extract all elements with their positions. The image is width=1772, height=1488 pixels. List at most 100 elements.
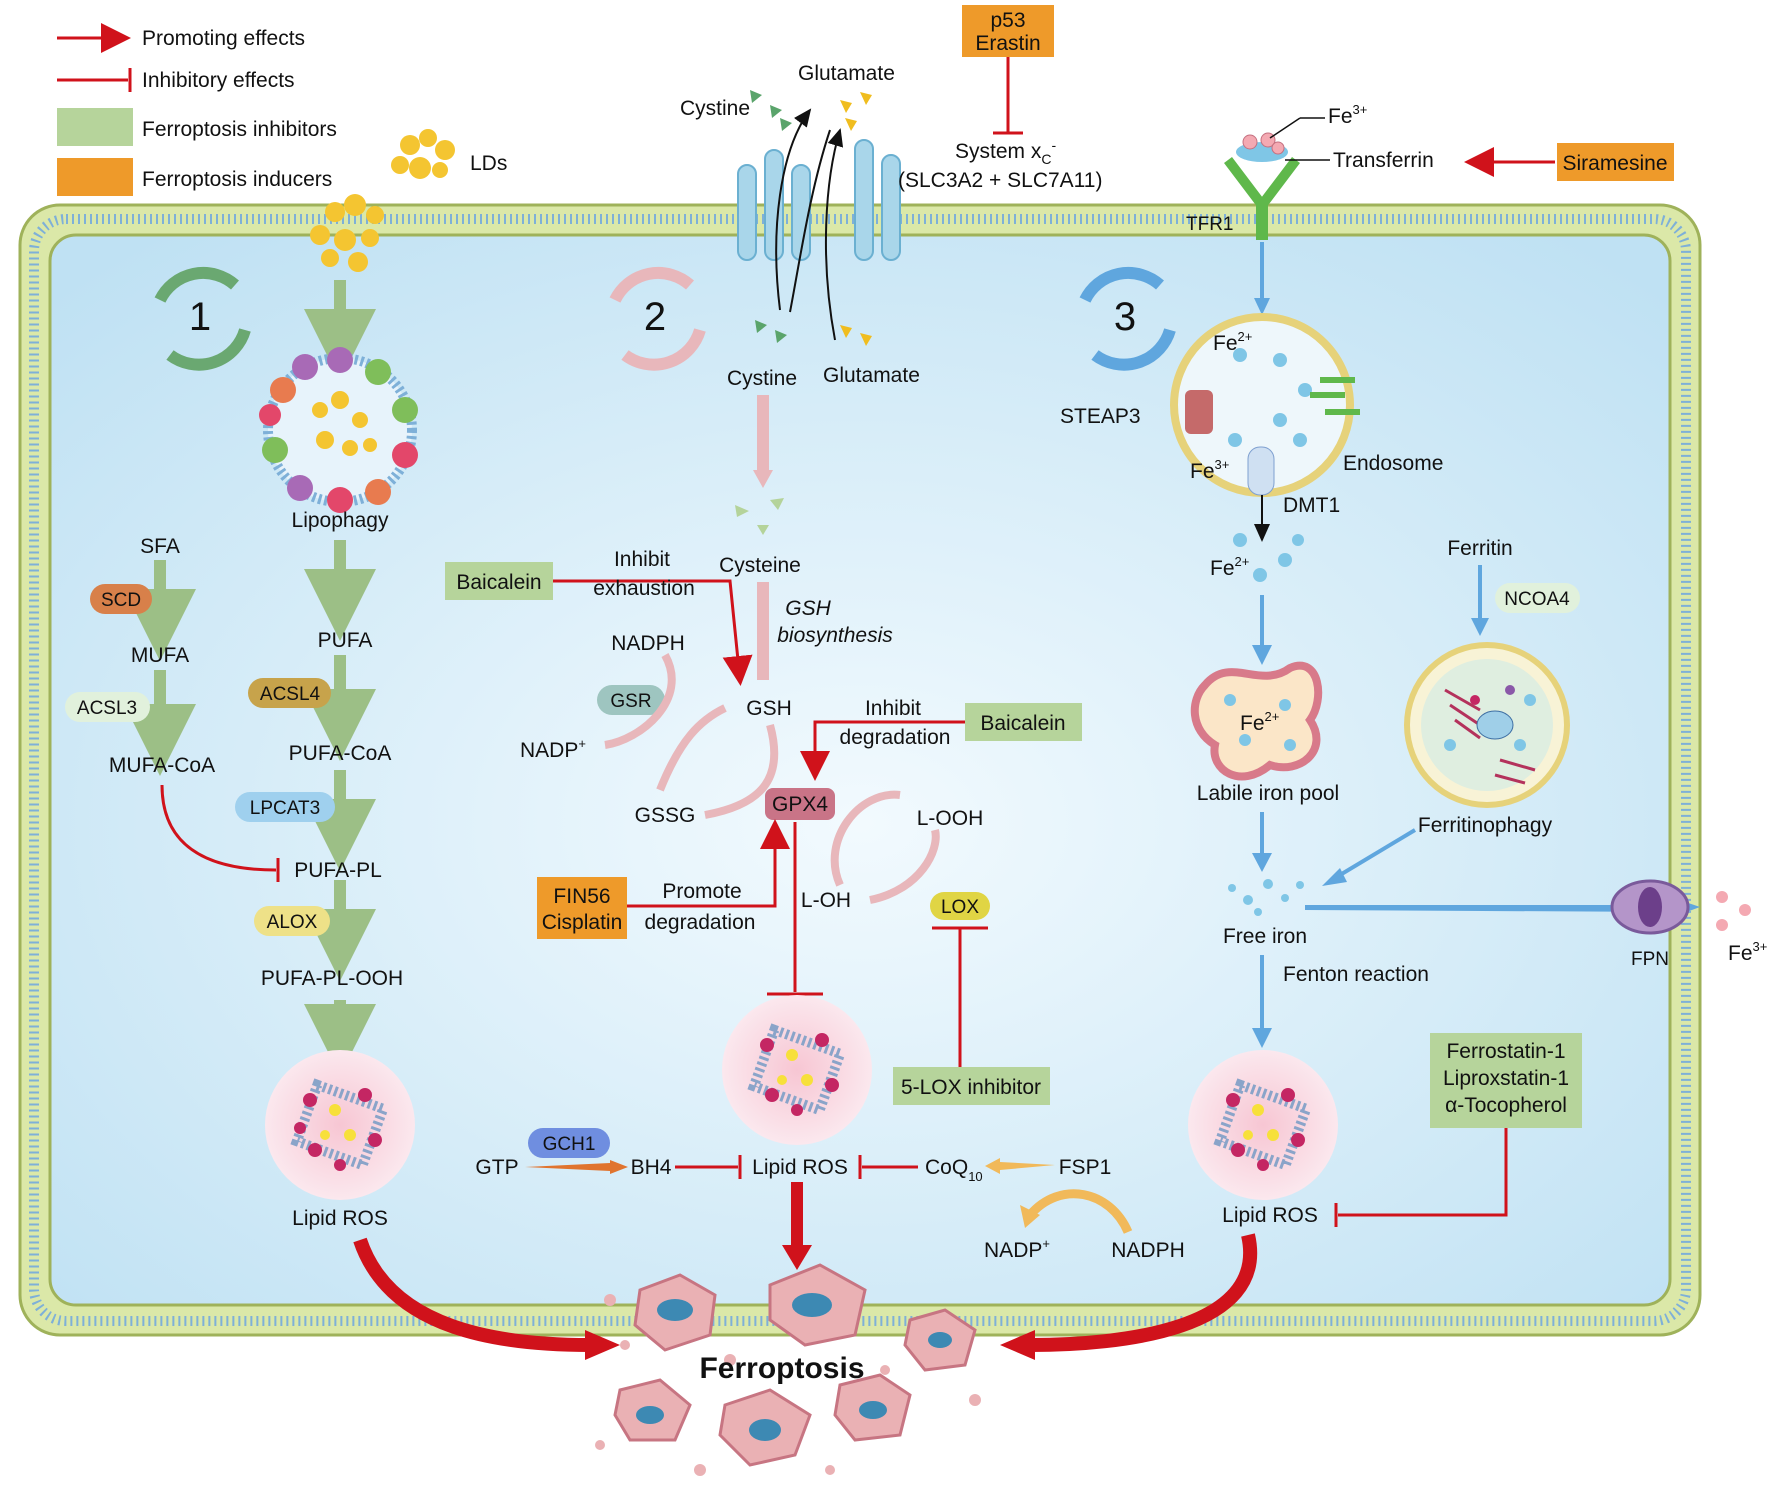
pathway-1-number: 1 [189, 295, 211, 339]
fe3-c-sup: 3+ [1753, 939, 1768, 954]
siramesine-label: Siramesine [1562, 152, 1667, 175]
pathway-2: 2 Cystine Glutamate Cysteine GSH biosynt… [445, 266, 1185, 1270]
pathway-3-number: 3 [1114, 295, 1136, 339]
pathway-1: 1 [65, 266, 620, 1360]
fe3-c-label: Fe [1728, 942, 1753, 965]
endosome-label: Endosome [1343, 452, 1443, 475]
acsl3-pill [65, 692, 150, 722]
svg-text:Fe2+: Fe2+ [1210, 554, 1249, 580]
fe2-a-sup: 2+ [1238, 329, 1253, 344]
lipid-ros-3-icon [1188, 1050, 1338, 1200]
gtp-label: GTP [475, 1156, 518, 1179]
sfa-label: SFA [140, 535, 180, 558]
mufa-label: MUFA [131, 644, 189, 667]
acsl4-label: ACSL4 [260, 684, 321, 705]
siramesine-box: Siramesine [1464, 143, 1674, 181]
system-xc-transporter: Cystine Glutamate [680, 62, 901, 346]
fin56-cisplatin-box [537, 877, 627, 939]
fpn-channel [1610, 879, 1690, 935]
system-xc-sub: C [1041, 151, 1051, 167]
dmt1-protein [1247, 446, 1275, 496]
lox-pill [930, 892, 990, 920]
steap3-label: STEAP3 [1060, 405, 1141, 428]
fe3-b-sup: 3+ [1215, 457, 1230, 472]
fe3-top-sup: 3+ [1353, 102, 1368, 117]
ferroptosis-cells: Ferroptosis [595, 1263, 981, 1476]
system-xc-sup: - [1051, 137, 1056, 153]
gsh-bio-2: biosynthesis [777, 624, 893, 647]
steap3-protein [1185, 390, 1213, 434]
baicalein-1-label: Baicalein [456, 571, 541, 594]
lipophagy-vesicle [259, 347, 418, 513]
lds-label: LDs [470, 152, 507, 175]
lipid-droplets: LDs [310, 129, 507, 272]
ferrostatin-box [1430, 1033, 1582, 1128]
pathway-3: 3 Fe2+ STEAP3 Fe3+ Endosome DMT1 Fe2+ Fe… [1000, 242, 1767, 1360]
scd-label: SCD [101, 590, 141, 611]
nadp-sup: + [578, 736, 586, 751]
ferritinophagy-vesicle [1404, 642, 1570, 808]
pathway-2-number: 2 [644, 295, 666, 339]
lox-inhibitor-label: 5-LOX inhibitor [901, 1076, 1041, 1099]
l-oh-label: L-OH [801, 889, 851, 912]
lox-inhibitor-box [893, 1067, 1050, 1105]
ferrostatin-label: Ferrostatin-1 [1446, 1040, 1565, 1063]
p53-label: p53 [990, 9, 1025, 32]
l-ooh-label: L-OOH [917, 807, 984, 830]
fenton-label: Fenton reaction [1283, 963, 1429, 986]
degradation-2-label: degradation [645, 911, 756, 934]
erastin-label: Erastin [975, 32, 1040, 55]
gch1-label: GCH1 [543, 1134, 596, 1155]
svg-text:System xC-: System xC- [955, 137, 1056, 167]
fe3-top-label: Fe [1328, 105, 1353, 128]
cysteine-label: Cysteine [719, 554, 801, 577]
scd-pill [90, 584, 152, 614]
baicalein-1-box [445, 562, 553, 600]
labile-iron-pool [1190, 661, 1323, 781]
fe2-b-label: Fe [1210, 557, 1235, 580]
cycle-icon-3: 3 [1079, 266, 1176, 371]
cystine-in-label: Cystine [727, 367, 797, 390]
nadp-label: NADP [520, 739, 578, 762]
tocopherol-label: α-Tocopherol [1445, 1094, 1567, 1117]
acsl3-label: ACSL3 [77, 698, 137, 719]
fpn-label: FPN [1631, 949, 1669, 970]
gsr-label: GSR [610, 691, 651, 712]
lipid-ros-2-label: Lipid ROS [752, 1156, 848, 1179]
pufa-coa-label: PUFA-CoA [289, 742, 392, 765]
exhaustion-label: exhaustion [593, 577, 695, 600]
cycle-icon-1: 1 [154, 266, 251, 371]
baicalein-2-label: Baicalein [980, 712, 1065, 735]
nadp2-label: NADP [984, 1239, 1042, 1262]
svg-text:CoQ10: CoQ10 [925, 1156, 983, 1184]
glutamate-in-label: Glutamate [823, 364, 920, 387]
legend-inhibitors: Ferroptosis inhibitors [142, 118, 337, 141]
baicalein-2-box [965, 703, 1082, 741]
ferroptosis-label: Ferroptosis [699, 1352, 864, 1385]
fin56-label: FIN56 [553, 885, 610, 908]
p53-erastin-box: p53 Erastin [962, 5, 1054, 135]
fe2-c-sup: 2+ [1265, 709, 1280, 724]
pufa-label: PUFA [318, 629, 373, 652]
tfr1-label: TFR1 [1186, 214, 1234, 235]
system-xc-label: System xC- (SLC3A2 + SLC7A11) [898, 137, 1102, 192]
glutamate-out-label: Glutamate [798, 62, 895, 85]
system-xc-text: System x [955, 140, 1042, 163]
svg-text:Fe3+: Fe3+ [1190, 457, 1229, 483]
acsl4-pill [248, 678, 331, 708]
fe2-c-label: Fe [1240, 712, 1265, 735]
alox-label: ALOX [267, 912, 318, 933]
legend-inducer-swatch [57, 158, 133, 196]
gch1-pill [528, 1128, 610, 1158]
legend-inhibitory: Inhibitory effects [142, 69, 295, 92]
cisplatin-label: Cisplatin [542, 911, 623, 934]
lipid-ros-2-icon [722, 995, 872, 1145]
svg-text:NADP+: NADP+ [520, 736, 586, 762]
nadph2-label: NADPH [1111, 1239, 1185, 1262]
liproxstatin-label: Liproxstatin-1 [1443, 1067, 1569, 1090]
dmt1-label: DMT1 [1283, 494, 1340, 517]
coq-label: CoQ [925, 1156, 968, 1179]
gsh-label: GSH [746, 697, 792, 720]
endosome [1170, 313, 1360, 497]
coq-sub: 10 [968, 1169, 982, 1184]
